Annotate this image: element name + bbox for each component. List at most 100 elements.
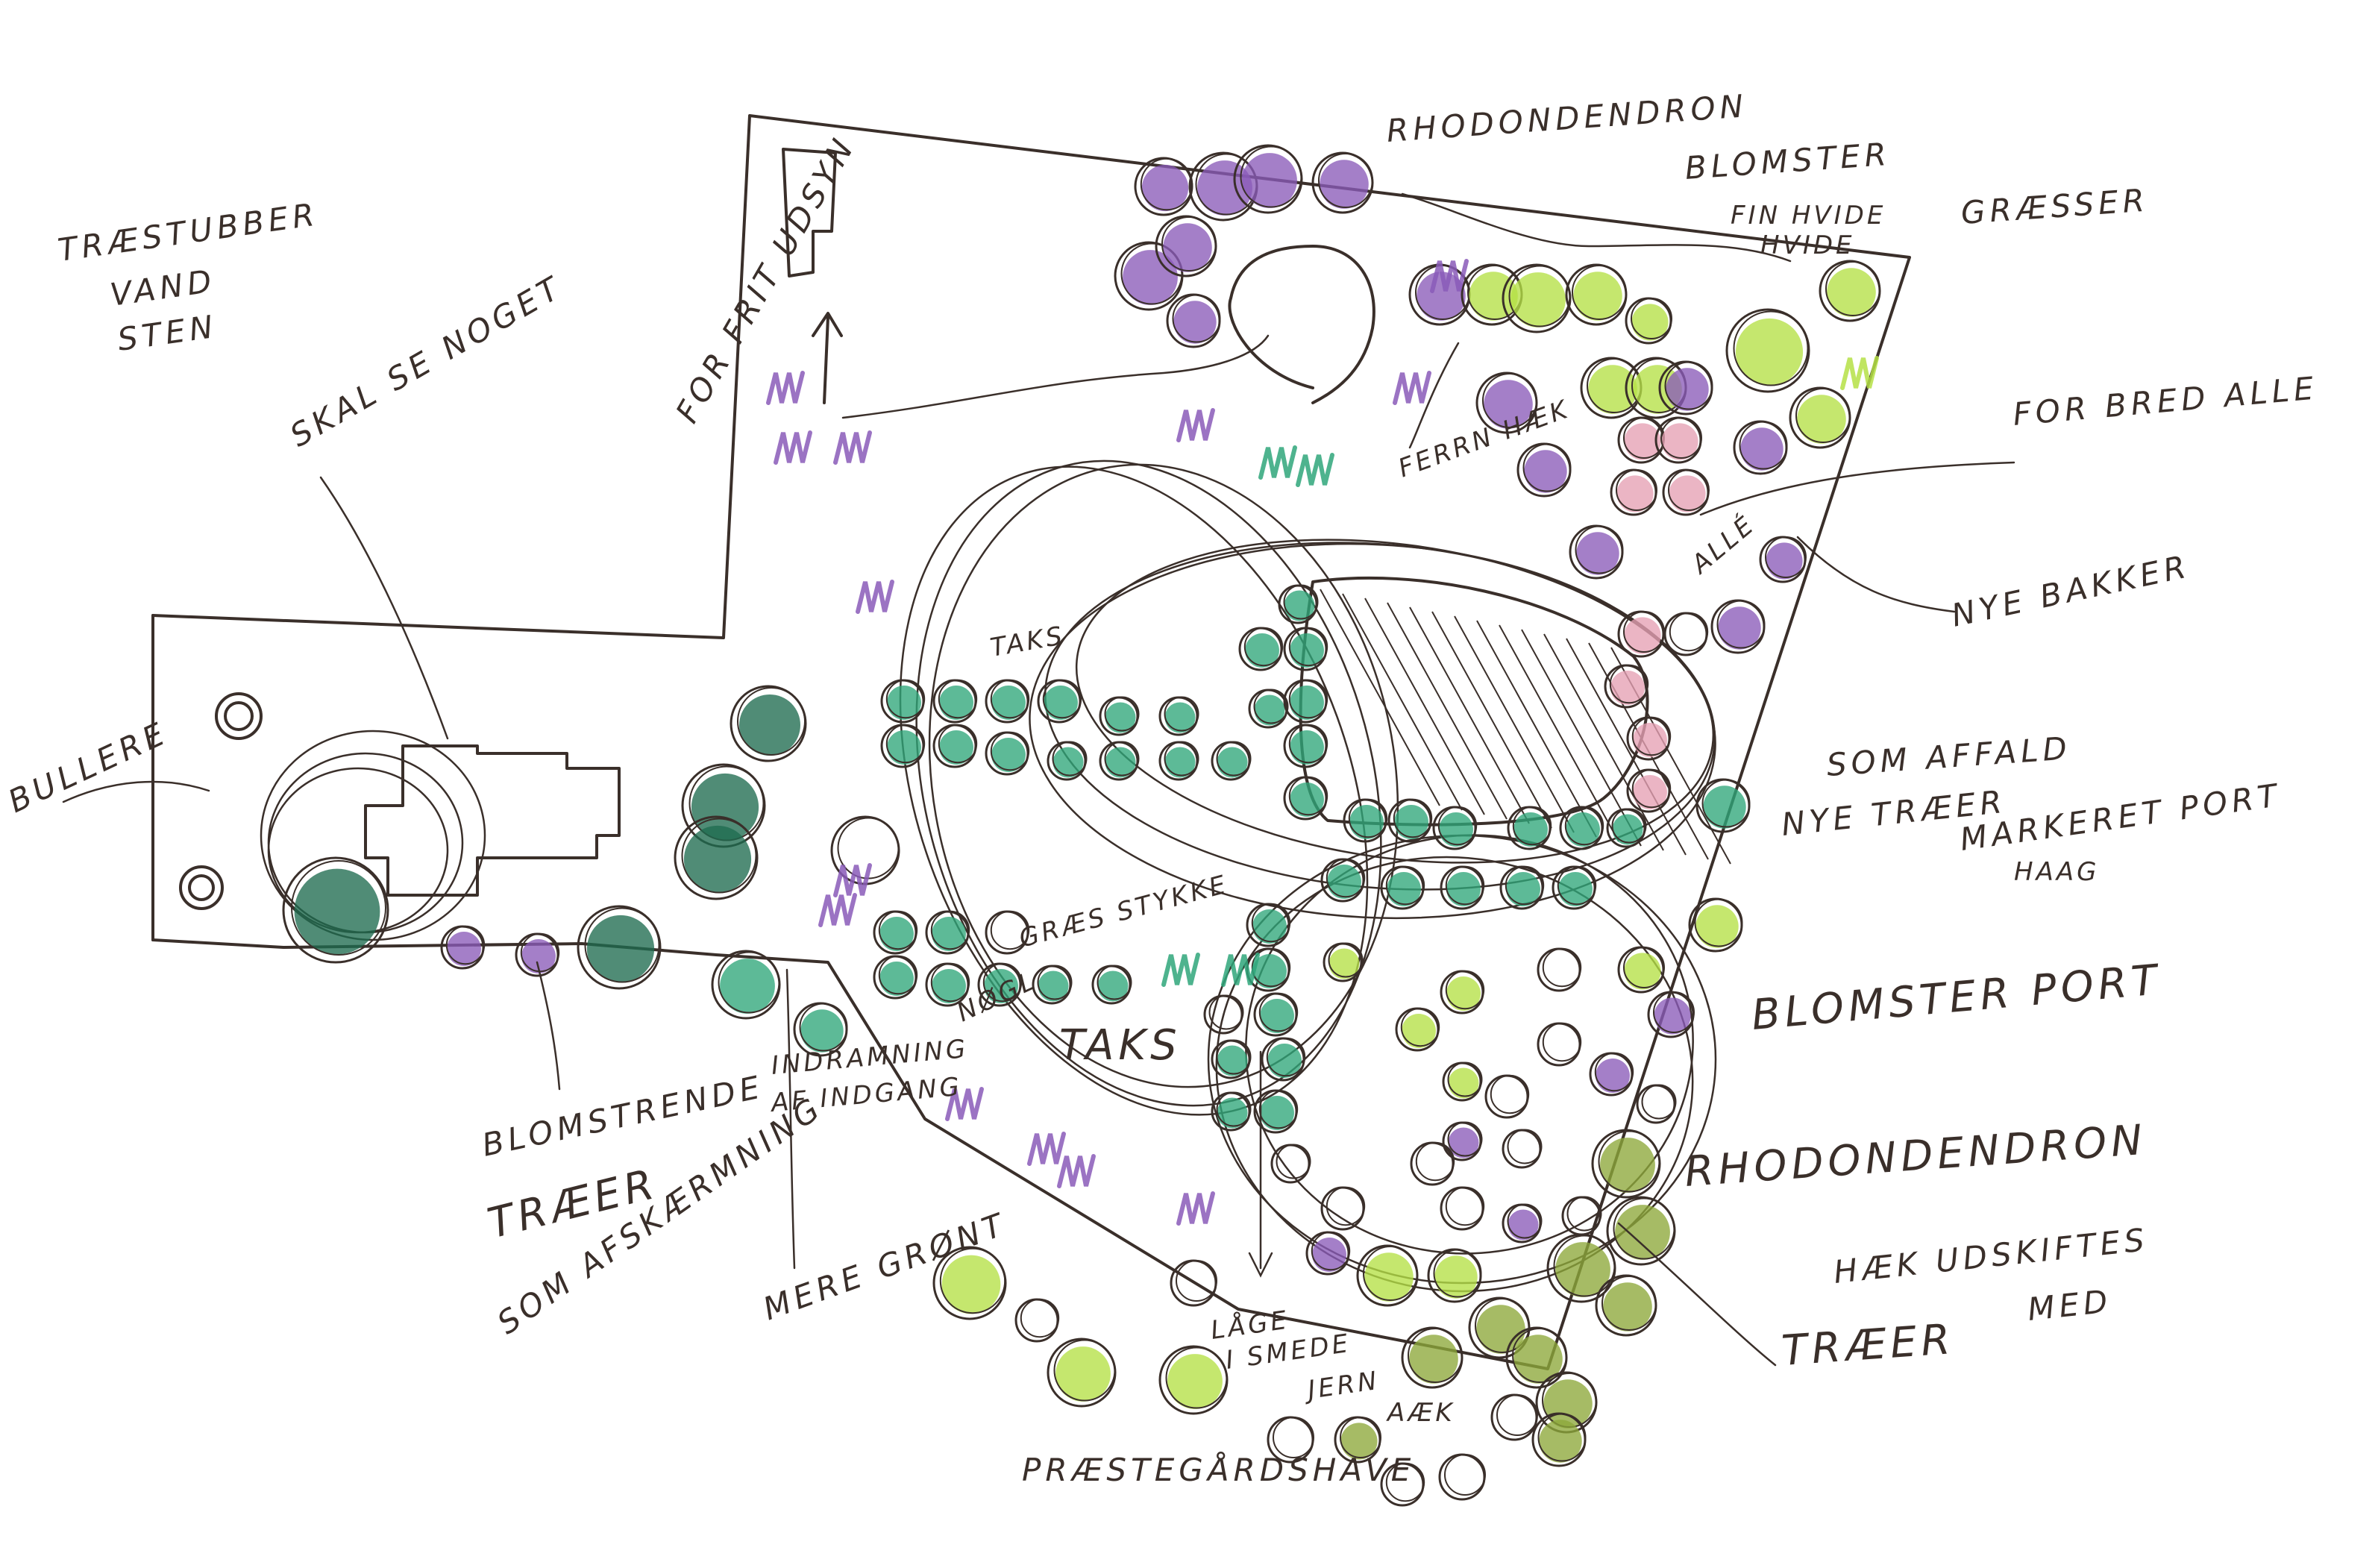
label-skal-se-noget: SKAL SE NOGET: [284, 268, 570, 454]
label-traeer-right: TRÆER: [1780, 1315, 1956, 1376]
tree-symbols: [282, 144, 1881, 1507]
tree-symbol-icon: [1166, 293, 1221, 348]
north-arrow-icon: [812, 312, 843, 404]
label-traestubber: TRÆSTUBBER: [56, 195, 321, 269]
tree-symbol-icon: [1320, 1186, 1366, 1231]
tree-symbol-icon: [873, 955, 918, 1000]
label-sten: STEN: [116, 308, 220, 358]
tree-symbol-icon: [1238, 627, 1284, 671]
tree-symbol-icon: [1502, 1129, 1543, 1169]
tree-symbol-icon: [1663, 612, 1709, 656]
tree-symbol-icon: [1283, 679, 1328, 724]
tree-symbol-icon: [1380, 865, 1425, 910]
bollard-circles: [179, 692, 263, 910]
tree-symbol-icon: [1047, 1337, 1117, 1408]
tree-symbol-icon: [1134, 157, 1193, 216]
tree-symbol-icon: [1099, 696, 1140, 736]
label-haag: HAAG: [2014, 857, 2099, 887]
label-haek-udskiftes: HÆK UDSKIFTES: [1832, 1221, 2150, 1291]
tree-symbol-icon: [1604, 664, 1649, 709]
tree-symbol-icon: [1725, 308, 1810, 393]
tree-symbol-icon: [1233, 144, 1303, 214]
tree-symbol-icon: [1565, 263, 1628, 326]
tree-symbol-icon: [1688, 897, 1743, 953]
tree-symbol-icon: [1695, 778, 1751, 833]
tree-symbol-icon: [1484, 1074, 1530, 1119]
label-med: MED: [2026, 1282, 2114, 1328]
tree-symbol-icon: [1432, 806, 1478, 850]
path-line-top: [841, 334, 1270, 419]
tree-symbol-icon: [1789, 386, 1851, 449]
tree-symbol-icon: [1356, 1244, 1419, 1307]
tree-symbol-icon: [1535, 1371, 1598, 1434]
tree-symbol-icon: [1591, 1129, 1661, 1199]
tree-symbol-icon: [1305, 1231, 1351, 1276]
tree-symbol-icon: [1158, 741, 1199, 781]
tree-symbol-icon: [1283, 627, 1328, 671]
tree-symbol-icon: [1589, 1052, 1634, 1097]
label-blomster-top: BLOMSTER: [1684, 136, 1892, 186]
tree-symbol-icon: [1158, 696, 1199, 736]
tree-symbol-icon: [880, 724, 926, 768]
tree-symbol-icon: [1253, 992, 1299, 1037]
tree-symbol-icon: [674, 815, 759, 900]
tree-symbol-icon: [873, 910, 918, 955]
tree-symbol-icon: [1531, 1412, 1587, 1467]
tree-symbol-icon: [1636, 1084, 1677, 1124]
tree-symbol-icon: [1440, 1186, 1485, 1231]
tree-symbol-icon: [932, 679, 978, 724]
tree-symbol-icon: [1334, 1416, 1381, 1464]
label-alle: ALLÉ: [1684, 509, 1761, 580]
label-bullere: BULLERE: [3, 714, 175, 820]
label-blomster-port: BLOMSTER PORT: [1750, 956, 2164, 1040]
tree-symbol-icon: [1516, 442, 1572, 498]
tree-symbol-icon: [1580, 357, 1643, 419]
tree-symbol-icon: [1440, 865, 1485, 910]
tree-symbol-icon: [1595, 1274, 1657, 1337]
tree-symbol-icon: [1387, 798, 1433, 843]
tree-symbol-icon: [1442, 1061, 1483, 1102]
tree-symbol-icon: [1267, 1416, 1314, 1464]
tree-symbol-icon: [1537, 1022, 1582, 1067]
tree-symbol-icon: [1559, 806, 1604, 850]
tree-symbol-icon: [1610, 468, 1657, 516]
tree-symbol-icon: [1552, 865, 1597, 910]
tree-symbol-icon: [1155, 215, 1217, 277]
tree-symbol-icon: [1099, 741, 1140, 781]
tree-symbol-icon: [925, 910, 970, 955]
tree-symbol-icon: [1427, 1248, 1482, 1303]
tree-symbol-icon: [1490, 1393, 1538, 1441]
tree-symbol-icon: [1320, 858, 1366, 903]
tree-symbol-icon: [932, 1246, 1007, 1320]
tree-symbol-icon: [1047, 741, 1088, 781]
tree-symbol-icon: [1211, 1039, 1252, 1079]
tree-symbol-icon: [985, 679, 1030, 724]
tree-symbol-icon: [1569, 524, 1624, 580]
label-for-frit-udsyn: FOR FRIT UDSYN: [668, 130, 862, 429]
tree-symbol-icon: [1395, 1007, 1440, 1052]
tree-symbol-icon: [880, 679, 926, 724]
tree-symbol-icon: [1606, 808, 1647, 848]
tree-symbol-icon: [925, 962, 970, 1007]
label-graes-stykke: GRÆS STYKKE: [1016, 869, 1232, 953]
tree-symbol-icon: [1380, 1462, 1425, 1507]
round-terrace: [1228, 245, 1375, 404]
label-som-affald: SOM AFFALD: [1825, 730, 2072, 783]
label-aaek: AÆK: [1386, 1398, 1455, 1428]
tree-symbol-icon: [1248, 689, 1289, 729]
tree-symbol-icon: [1626, 716, 1672, 761]
tree-symbol-icon: [1410, 1141, 1455, 1186]
label-jern: JERN: [1302, 1366, 1381, 1406]
label-taks-top: TAKS: [988, 621, 1067, 663]
tree-symbol-icon: [793, 1002, 848, 1057]
tree-symbol-icon: [440, 925, 486, 970]
label-praestegaardshave: PRÆSTEGÅRDSHAVE: [1022, 1451, 1415, 1488]
label-graesser: GRÆSSER: [1960, 182, 2150, 231]
tree-symbol-icon: [1032, 965, 1073, 1005]
tree-symbol-icon: [1819, 260, 1881, 322]
label-rhododendron-mid: RHODONDENDRON: [1683, 1116, 2148, 1197]
tree-symbol-icon: [985, 910, 1030, 955]
tree-symbol-icon: [1654, 416, 1702, 464]
tree-symbol-icon: [1283, 776, 1328, 821]
